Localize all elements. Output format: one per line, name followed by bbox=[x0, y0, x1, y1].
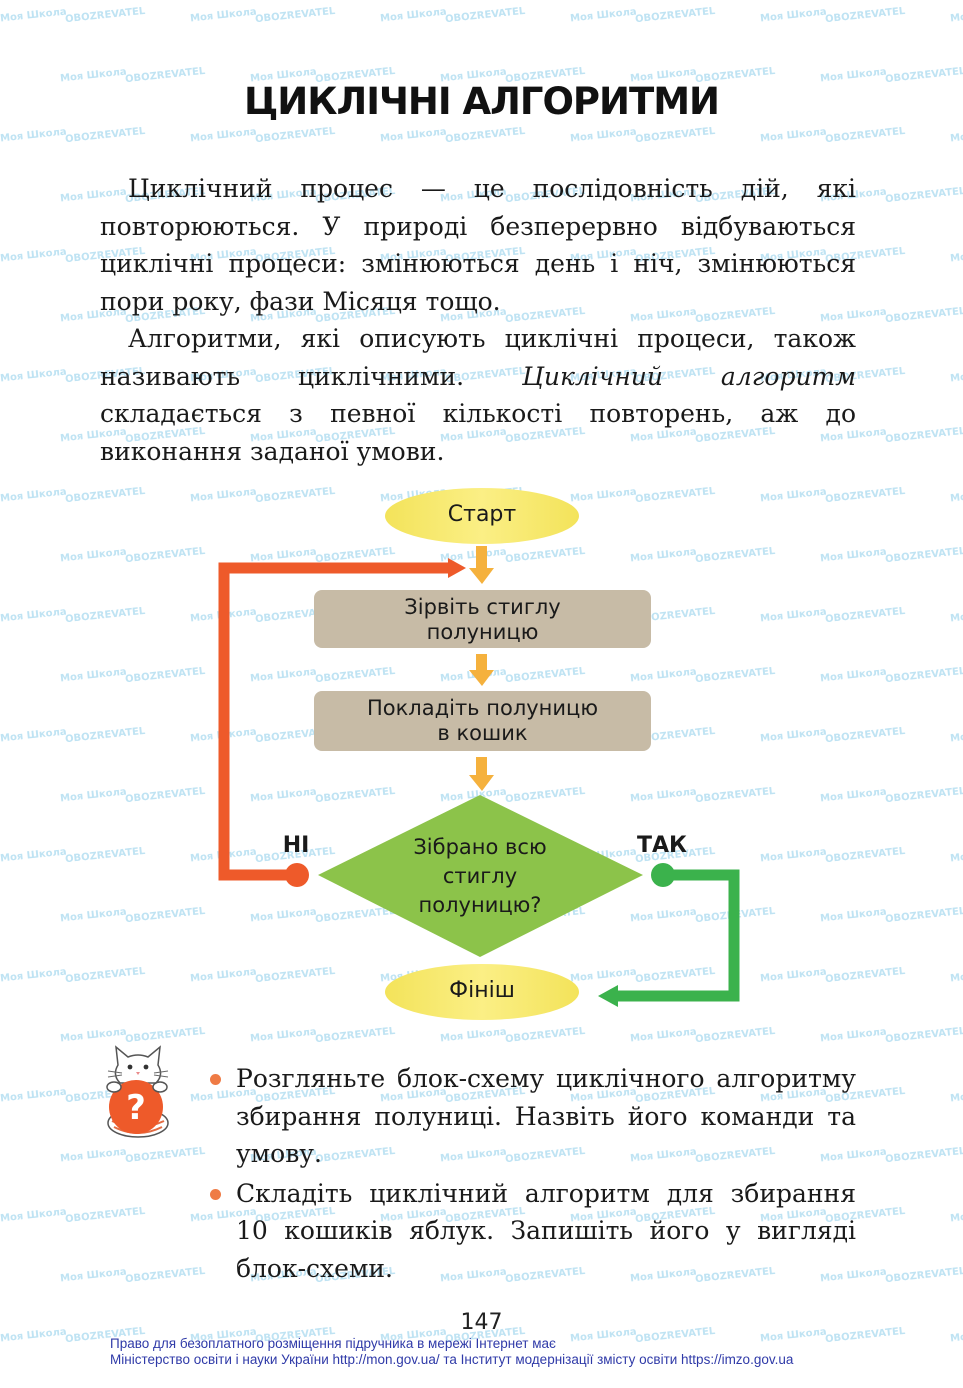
footer-line-1: Право для безоплатного розміщення підруч… bbox=[110, 1336, 556, 1351]
process-pick-strawberry bbox=[314, 590, 651, 648]
paragraph-definition: Циклічний процес — це послідовність дій,… bbox=[100, 174, 856, 316]
footer-notice: Право для безоплатного розміщення підруч… bbox=[110, 1336, 870, 1368]
flowchart bbox=[218, 488, 740, 1020]
task-text: Складіть циклічний алгоритм для збирання… bbox=[236, 1178, 856, 1283]
page-title: ЦИКЛІЧНІ АЛГОРИТМИ bbox=[243, 80, 720, 123]
bullet-icon bbox=[210, 1188, 221, 1200]
arrow-step1-to-step2 bbox=[469, 654, 494, 686]
yes-label: ТАК bbox=[636, 833, 687, 858]
process-basket-line-1: Покладіть полуницю bbox=[366, 696, 599, 720]
finish-label: Фініш bbox=[449, 978, 515, 1003]
footer-line-2: Міністерство освіти і науки України http… bbox=[110, 1352, 794, 1367]
condition-line-2: стиглу bbox=[442, 864, 518, 888]
process-put-in-basket bbox=[314, 691, 651, 751]
no-loop-line bbox=[218, 562, 450, 881]
svg-text:?: ? bbox=[126, 1088, 146, 1128]
condition-line-3: полуницю? bbox=[418, 893, 542, 917]
process-basket-line-2: в кошик bbox=[437, 721, 528, 745]
yes-branch-arrowhead bbox=[598, 985, 618, 1007]
task-text: Розгляньте блок-схему циклічного алгорит… bbox=[236, 1064, 856, 1168]
yes-branch-line bbox=[616, 869, 740, 1002]
cat-question-icon: ? bbox=[106, 1045, 169, 1138]
term-cyclic-algorithm: Циклічний алгоритм bbox=[522, 361, 856, 391]
start-label: Старт bbox=[447, 502, 517, 527]
arrow-step2-to-condition bbox=[469, 757, 494, 791]
process-pick-line-2: полуницю bbox=[426, 620, 539, 644]
start-terminal bbox=[385, 488, 579, 544]
condition-label: Зібрано всю стиглу полуницю? bbox=[360, 833, 600, 920]
paragraph-cyclic-algorithm: Алгоритми, які описують циклічні процеси… bbox=[100, 320, 856, 470]
no-loop-arrowhead bbox=[448, 558, 466, 578]
no-branch-dot bbox=[285, 863, 309, 887]
page-number: 147 bbox=[460, 1310, 503, 1335]
no-label: НІ bbox=[282, 833, 310, 858]
paragraph-text-after: складається з певної кількості повторень… bbox=[100, 399, 856, 466]
condition-diamond bbox=[318, 795, 643, 957]
process-basket-label: Покладіть полуницю в кошик bbox=[314, 696, 651, 746]
arrow-start-to-step1 bbox=[469, 546, 494, 584]
task-list: Розгляньте блок-схему циклічного алгорит… bbox=[208, 1060, 856, 1289]
task-item: Розгляньте блок-схему циклічного алгорит… bbox=[208, 1060, 856, 1173]
finish-terminal bbox=[385, 964, 579, 1020]
task-item: Складіть циклічний алгоритм для збирання… bbox=[208, 1175, 856, 1288]
bullet-icon bbox=[210, 1074, 221, 1085]
paragraph-text-before: Алгоритми, які описують циклічні процеси… bbox=[100, 324, 856, 391]
process-pick-line-1: Зірвіть стиглу bbox=[404, 595, 561, 619]
process-pick-label: Зірвіть стиглу полуницю bbox=[314, 595, 651, 645]
condition-line-1: Зібрано всю bbox=[413, 835, 547, 859]
